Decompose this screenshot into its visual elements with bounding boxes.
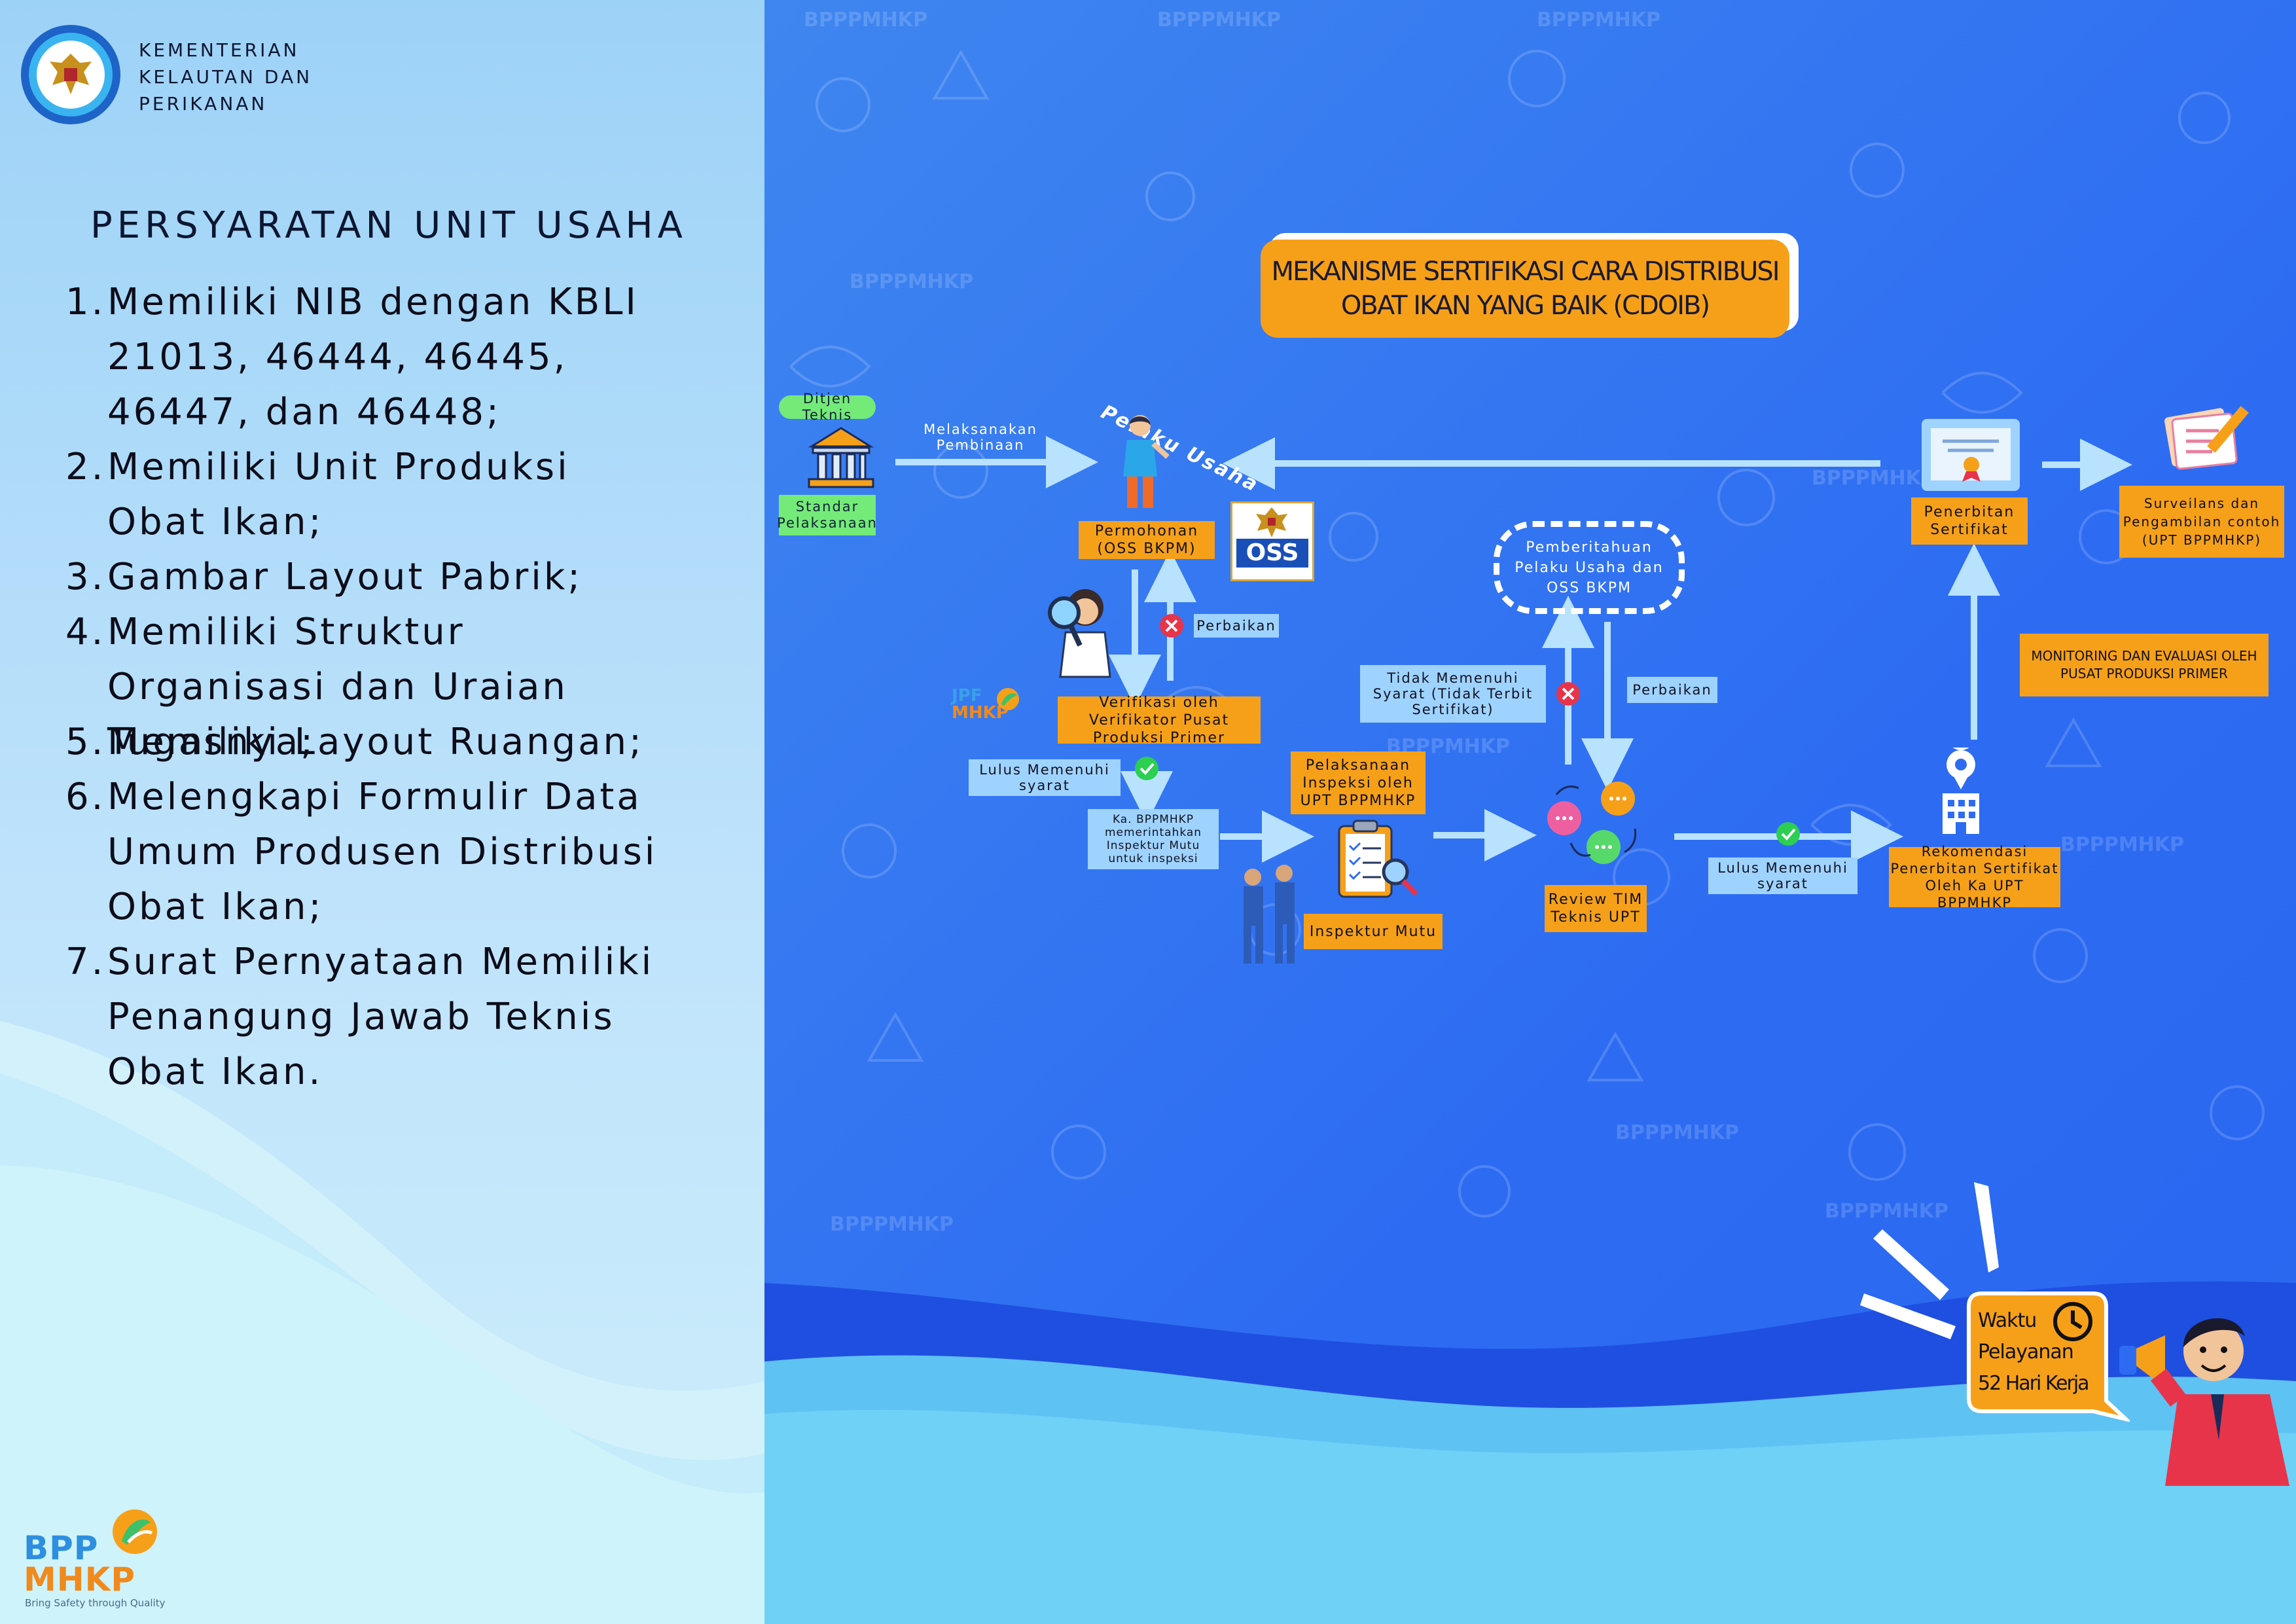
permohonan-box: Permohonan (OSS BKPM) — [1079, 521, 1215, 559]
jpf-logo-line2: MHKP — [952, 703, 1009, 723]
ditjen-teknis-label: Ditjen Teknis — [779, 391, 876, 423]
bppmhkp-logo: BPP MHKP Bring Safety through Quality — [24, 1506, 194, 1610]
right-panel: BPPPMHKP BPPPMHKP BPPPMHKP BPPPMHKP BPPP… — [764, 0, 2296, 1624]
leaf-swirl-icon — [997, 688, 1019, 710]
flowchart-title: MEKANISME SERTIFIKASI CARA DISTRIBUSI OB… — [1261, 233, 1800, 338]
service-time-badge: Waktu Pelayanan 52 Hari Kerja — [1966, 1291, 2130, 1422]
ministry-name-line: PERIKANAN — [139, 93, 268, 115]
garuda-emblem-icon — [1256, 507, 1287, 537]
watermark-text: BPPPMHKP — [1812, 467, 1935, 490]
lulus-label-2: Lulus Memenuhi syarat — [1708, 857, 1857, 894]
requirement-text: Memiliki Layout Ruangan; — [107, 721, 644, 763]
requirement-item: 6.Melengkapi Formulir Data Umum Produsen… — [65, 770, 720, 935]
requirement-text: Memiliki NIB dengan KBLI 21013, 46444, 4… — [107, 281, 639, 433]
service-time-line1: Waktu — [1978, 1309, 2037, 1332]
rejected-x-icon — [1160, 614, 1183, 638]
watermark-text: BPPPMHKP — [1615, 1121, 1739, 1144]
standar-pelaksanaan-box: Standar Pelaksanaan — [777, 495, 876, 535]
pemberitahuan-text: Pemberitahuan Pelaku Usaha dan OSS BKPM — [1515, 539, 1664, 596]
watermark-text: BPPPMHKP — [830, 1213, 954, 1236]
approved-check-icon — [1135, 757, 1158, 780]
watermark-text: BPPPMHKP — [2060, 833, 2184, 856]
verifikasi-box: Verifikasi oleh Verifikator Pusat Produk… — [1058, 695, 1261, 746]
requirement-number: 6. — [65, 776, 106, 818]
speech-bubble-shape — [1967, 1291, 2130, 1422]
background-pattern: BPPPMHKP BPPPMHKP BPPPMHKP BPPPMHKP BPPP… — [789, 9, 2265, 1236]
requirement-text: Memiliki Struktur Organisasi dan Uraian … — [107, 611, 568, 763]
ministry-name: KEMENTERIAN KELAUTAN DAN PERIKANAN — [139, 37, 312, 117]
left-panel: KEMENTERIAN KELAUTAN DAN PERIKANAN PERSY… — [0, 0, 764, 1624]
clock-icon — [2053, 1302, 2092, 1341]
perbaikan-label-1: Perbaikan — [1194, 614, 1279, 638]
watermark-text: BPPPMHKP — [1537, 9, 1660, 31]
requirement-number: 1. — [65, 281, 106, 323]
watermark-text: BPPPMHKP — [1157, 9, 1281, 31]
surveilans-box: Surveilans dan Pengambilan contoh (UPT B… — [2119, 486, 2284, 558]
ministry-logo — [18, 22, 123, 127]
oss-logo-text: OSS — [1236, 539, 1308, 568]
ministry-name-line: KEMENTERIAN — [139, 39, 300, 61]
jpf-logo-line1: JPF — [952, 686, 982, 706]
rekomendasi-box: Rekomendasi Penerbitan Sertifikat Oleh K… — [1889, 844, 2060, 911]
pelaksanaan-inspeksi-box: Pelaksanaan Inspeksi oleh UPT BPPMHKP — [1291, 751, 1426, 814]
ka-bppmhkp-box: Ka. BPPMHKP memerintahkan Inspektur Mutu… — [1088, 809, 1219, 869]
requirement-text: Memiliki Unit Produksi Obat Ikan; — [107, 446, 570, 543]
requirement-text: Melengkapi Formulir Data Umum Produsen D… — [107, 776, 658, 928]
requirement-item: 5.Memiliki Layout Ruangan; — [65, 715, 720, 770]
requirement-item: 4.Memiliki Struktur Organisasi dan Uraia… — [65, 605, 720, 770]
inspectors-icon — [1244, 865, 1295, 964]
requirement-text: Surat Pernyataan Memiliki Penangung Jawa… — [107, 941, 655, 1093]
certificate-icon — [1922, 419, 2020, 491]
report-documents-icon — [2164, 406, 2249, 470]
checklist-clipboard-icon — [1338, 820, 1418, 898]
flowchart-title-line1: MEKANISME SERTIFIKASI CARA DISTRIBUSI — [1271, 257, 1780, 287]
requirement-number: 2. — [65, 446, 106, 488]
requirement-item: 7.Surat Pernyataan Memiliki Penangung Ja… — [65, 935, 720, 1100]
requirements-title: PERSYARATAN UNIT USAHA — [90, 204, 687, 247]
lulus-label-1: Lulus Memenuhi syarat — [969, 759, 1121, 796]
chat-bubbles-icon — [1547, 782, 1637, 864]
service-time-line3: 52 Hari Kerja — [1978, 1372, 2090, 1395]
bppmhkp-logo-tagline: Bring Safety through Quality — [25, 1597, 166, 1609]
requirement-number: 3. — [65, 556, 106, 598]
oss-logo: OSS — [1230, 501, 1314, 581]
requirement-item: 2.Memiliki Unit Produksi Obat Ikan; — [65, 440, 720, 550]
requirement-number: 7. — [65, 941, 106, 983]
approved-check-icon — [1776, 822, 1800, 846]
melaksanakan-pembinaan-label: Melaksanakan Pembinaan — [924, 422, 1037, 453]
ministry-name-line: KELAUTAN DAN — [139, 66, 313, 88]
magnifier-inspector-icon — [1048, 589, 1111, 678]
review-tim-box: Review TIM Teknis UPT — [1545, 885, 1647, 932]
requirement-text: Gambar Layout Pabrik; — [107, 556, 583, 598]
megaphone-man-icon — [2119, 1318, 2289, 1486]
garuda-emblem-icon — [21, 25, 120, 124]
rejected-x-icon — [1556, 682, 1580, 706]
requirement-number: 5. — [65, 721, 106, 763]
penerbitan-box: Penerbitan Sertifikat — [1911, 497, 2028, 545]
left-wave-decoration — [0, 1021, 764, 1624]
government-building-icon — [808, 427, 874, 488]
jpf-mhkp-logo: JPF MHKP — [952, 686, 1030, 738]
service-time-line2: Pelayanan — [1978, 1341, 2074, 1363]
attention-rays-icon — [1860, 1182, 1999, 1339]
watermark-text: BPPPMHKP — [1825, 1200, 1948, 1223]
bottom-wave-decoration — [764, 1281, 2296, 1624]
flowchart-title-line2: OBAT IKAN YANG BAIK (CDOIB) — [1340, 291, 1710, 321]
pemberitahuan-box: Pemberitahuan Pelaku Usaha dan OSS BKPM — [1494, 521, 1685, 614]
bppmhkp-logo-line2: MHKP — [24, 1561, 135, 1598]
business-person-icon — [1123, 415, 1170, 508]
inspektur-mutu-box: Inspektur Mutu — [1304, 914, 1443, 949]
requirement-item: 1.Memiliki NIB dengan KBLI 21013, 46444,… — [65, 275, 720, 440]
perbaikan-label-2: Perbaikan — [1627, 677, 1717, 703]
watermark-text: BPPPMHKP — [804, 9, 927, 31]
requirement-item: 3.Gambar Layout Pabrik; — [65, 550, 720, 605]
tidak-memenuhi-box: Tidak Memenuhi Syarat (Tidak Terbit Sert… — [1360, 665, 1546, 723]
requirement-number: 4. — [65, 611, 106, 653]
monitoring-box: MONITORING DAN EVALUASI OLEH PUSAT PRODU… — [2020, 634, 2269, 696]
bppmhkp-logo-line1: BPP — [24, 1529, 99, 1567]
leaf-swirl-icon — [113, 1509, 157, 1554]
location-building-icon — [1943, 748, 1979, 834]
watermark-text: BPPPMHKP — [850, 270, 973, 293]
